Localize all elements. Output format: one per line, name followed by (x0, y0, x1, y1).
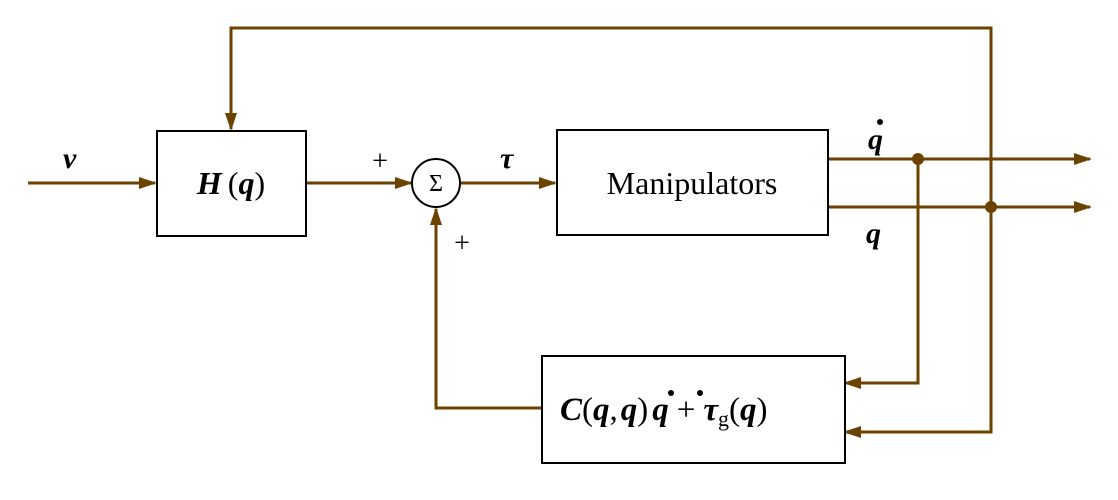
plant-label: Manipulators (607, 165, 778, 201)
compensation-label: C(q,q)q+τg(q) (560, 390, 768, 431)
qdot-output-label: q (868, 119, 883, 156)
tau-label: τ (500, 142, 515, 175)
q-branch-dot (985, 201, 997, 213)
q-to-comp-line (843, 207, 993, 438)
sum-junction (411, 158, 461, 208)
svg-text:q: q (868, 123, 883, 156)
top-feedback-line (225, 26, 993, 207)
qdot-to-comp-line (843, 159, 920, 389)
sum-plus-bottom: + (454, 228, 470, 259)
plant-block (556, 129, 829, 236)
h-block-label: H(q) (196, 165, 265, 201)
comp-to-sum-line (430, 207, 542, 410)
svg-text:C(q,q)q+τg(q): C(q,q)q+τg(q) (560, 392, 768, 431)
h-block (156, 130, 307, 237)
sum-symbol: Σ (429, 171, 443, 197)
qdot-dot-mark (877, 119, 883, 125)
comp-qdot-dot-mark (668, 390, 674, 396)
sum-plus-top: + (372, 146, 388, 177)
comp-qdot2-dot-mark (697, 390, 703, 396)
q-output-label: q (866, 217, 881, 250)
compensation-block (541, 355, 846, 464)
input-label: v (63, 142, 77, 175)
qdot-branch-dot (912, 153, 924, 165)
